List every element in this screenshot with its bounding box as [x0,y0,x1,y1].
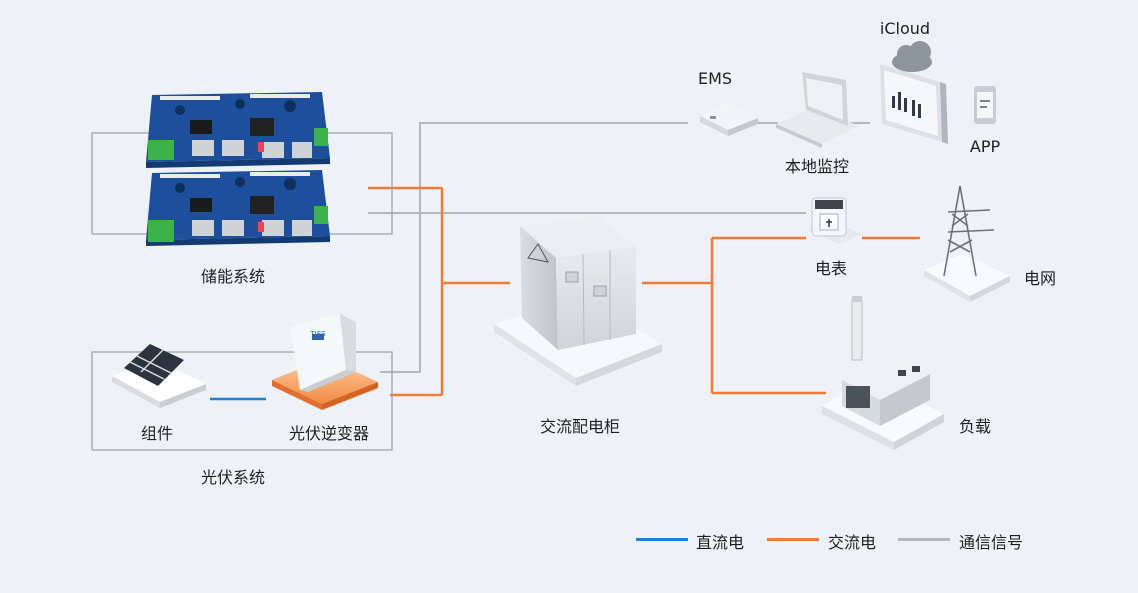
legend-label-ac: 交流电 [828,533,877,552]
storage-pcb-board [146,170,330,246]
legend-label-dc: 直流电 [696,533,745,552]
transmission-tower-icon [924,185,1010,302]
pv-inverter-icon [272,314,378,410]
pv-system-label: 光伏系统 [200,468,266,487]
pv-system-frame [91,351,393,451]
ac-cabinet-icon [494,218,662,386]
local-monitor-label: 本地监控 [784,157,850,176]
meter-label: 电表 [814,259,848,278]
ac-lines [368,186,920,397]
legend-label-signal: 通信信号 [959,533,1024,552]
legend-swatch-ac [767,538,819,541]
inverter-logo: TIES [310,330,326,338]
ems-label: EMS [697,69,733,88]
legend-swatch-signal [898,538,950,541]
icloud-label: iCloud [879,19,931,38]
solar-panel-icon [112,344,206,408]
factory-icon [822,296,944,450]
ac-cabinet-label: 交流配电柜 [539,417,621,436]
load-label: 负载 [958,417,992,436]
pv-inverter-label: 光伏逆变器 [288,424,370,443]
ems-device-icon [700,104,758,136]
legend-swatch-dc [636,538,688,541]
pv-module-label: 组件 [140,424,174,443]
grid-label: 电网 [1023,269,1057,288]
dashboard-screen-icon [880,64,948,144]
laptop-icon [776,72,860,148]
app-label: APP [969,137,1001,156]
storage-pcb-board [146,92,330,168]
phone-icon [974,86,996,124]
meter-icon [808,197,862,244]
storage-system-label: 储能系统 [200,267,266,286]
cloud-icon [892,41,932,72]
